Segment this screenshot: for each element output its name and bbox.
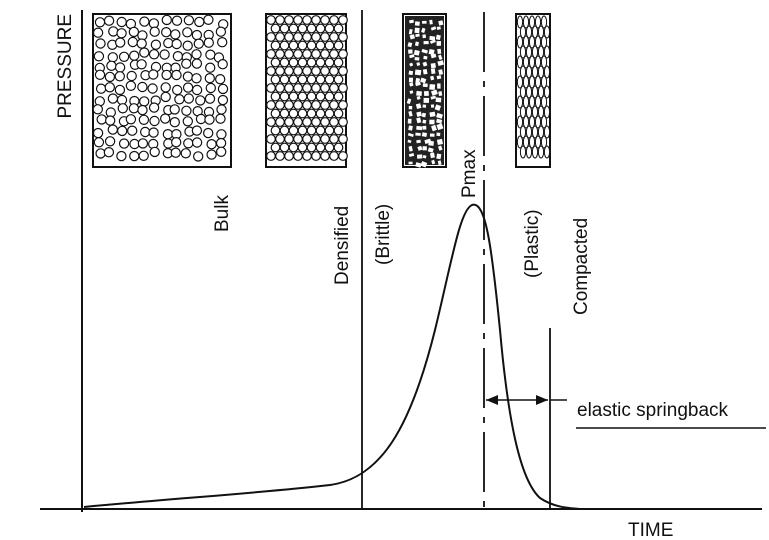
illustration-brittle	[402, 13, 447, 168]
pressure-curve	[83, 203, 581, 510]
phase-label-compacted: Compacted	[571, 218, 592, 315]
illustration-densified	[265, 13, 348, 168]
densified-texture-icon	[266, 15, 348, 161]
illustration-bulk	[92, 13, 232, 168]
brittle-texture-icon	[405, 16, 444, 168]
springback-arrow	[486, 395, 567, 405]
bulk-texture-icon	[92, 14, 229, 162]
illustration-plastic	[515, 13, 551, 168]
peak-label-pmax: Pmax	[459, 149, 480, 198]
plastic-texture-icon	[516, 15, 551, 159]
x-axis-label: TIME	[628, 520, 673, 540]
phase-label-bulk: Bulk	[212, 195, 233, 232]
phase-label-densified: Densified	[332, 206, 353, 285]
phase-label-brittle: (Brittle)	[373, 204, 394, 265]
y-axis-label: PRESSURE	[55, 14, 76, 119]
springback-label: elastic springback	[577, 400, 729, 421]
phase-label-plastic: (Plastic)	[522, 209, 543, 278]
